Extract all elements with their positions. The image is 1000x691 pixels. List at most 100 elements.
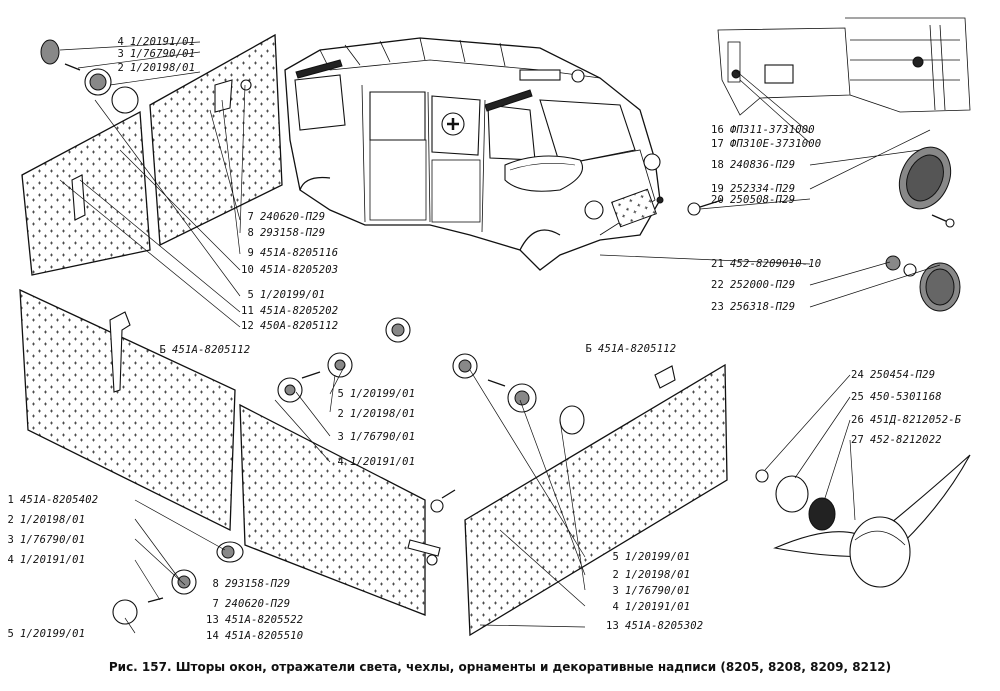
callout-b13: 13 451А-8205522	[205, 614, 303, 626]
callout-l1: 1 451А-8205402	[0, 494, 98, 506]
callout-code: 293158-П29	[260, 227, 326, 239]
figure-caption: Рис. 157. Шторы окон, отражатели света, …	[108, 660, 892, 674]
callout-p22: 22 252000-П29	[710, 279, 795, 291]
callout-number: 26	[850, 414, 864, 426]
callout-number: Б	[585, 343, 592, 355]
callout-l2: 2 1/20198/01	[0, 514, 85, 526]
callout-m10: 10 451А-8205203	[240, 264, 338, 276]
callout-number: 2	[7, 514, 14, 526]
callout-p17: 17 ФП310Е-3731000	[710, 138, 821, 150]
callout-number: 3	[337, 431, 344, 443]
callout-number: 21	[710, 258, 724, 270]
callout-number: 27	[850, 434, 864, 446]
callout-code: 450А-8205112	[260, 320, 339, 332]
callout-number: 13	[605, 620, 619, 632]
callout-number: 4	[7, 554, 14, 566]
callout-number: 16	[710, 124, 724, 136]
callout-code: 252334-П29	[730, 183, 796, 195]
callout-number: 13	[205, 614, 219, 626]
callout-code: 1/20199/01	[625, 551, 691, 563]
callout-code: 452-8212022	[870, 434, 942, 446]
callout-b7: 7 240620-П29	[205, 598, 290, 610]
curtain-panel-bottom-middle	[239, 403, 456, 616]
callout-c4: 4 1/20191/01	[330, 456, 415, 468]
callout-number: 4	[612, 601, 619, 613]
callout-code: ФП310Е-3731000	[730, 138, 822, 150]
rear-detail-sketch	[717, 17, 971, 116]
callout-code: 452-8209010-10	[730, 258, 822, 270]
callout-r5: 5 1/20199/01	[605, 551, 690, 563]
fasteners	[40, 39, 585, 625]
callout-code: 451А-8205112	[598, 343, 677, 355]
callout-code: 1/20191/01	[350, 456, 416, 468]
callout-number: 3	[7, 534, 14, 546]
callout-code: 1/20198/01	[350, 408, 416, 420]
callout-number: 24	[850, 369, 864, 381]
callout-code: 240620-П29	[225, 598, 291, 610]
callout-code: 1/20198/01	[130, 62, 196, 74]
callout-number: 5	[7, 628, 14, 640]
callout-number: 10	[240, 264, 254, 276]
callout-code: 451А-8205510	[225, 630, 304, 642]
callout-code: 451А-8205522	[225, 614, 304, 626]
curtain-panels-left	[19, 33, 283, 532]
callout-number: 5	[612, 551, 619, 563]
callout-code: 1/20191/01	[130, 36, 196, 48]
callout-l5: 5 1/20199/01	[0, 628, 85, 640]
callout-number: 1	[7, 494, 14, 506]
callout-number: 19	[710, 183, 724, 195]
callout-number: 22	[710, 279, 724, 291]
callout-c3: 3 1/76790/01	[330, 431, 415, 443]
callout-code: 1/76790/01	[130, 48, 196, 60]
callout-number: 23	[710, 301, 724, 313]
callout-code: 451А-8205116	[260, 247, 339, 259]
callout-code: 1/20198/01	[20, 514, 86, 526]
callout-r3: 3 1/76790/01	[605, 585, 690, 597]
curtain-panel-bottom-right	[464, 363, 728, 637]
callout-code: 1/76790/01	[350, 431, 416, 443]
callout-code: 451А-8205302	[625, 620, 704, 632]
callout-number: 3	[612, 585, 619, 597]
callout-code: 240620-П29	[260, 211, 326, 223]
callout-code: 451А-8205402	[20, 494, 99, 506]
callout-code: 1/76790/01	[625, 585, 691, 597]
callout-number: 20	[710, 194, 724, 206]
callout-code: 451А-8205202	[260, 305, 339, 317]
callout-tl4: 4 1/20191/01	[110, 36, 195, 48]
callout-code: 451А-8205203	[260, 264, 339, 276]
callout-m11: 11 451А-8205202	[240, 305, 338, 317]
callout-number: 4	[337, 456, 344, 468]
callout-number: 4	[117, 36, 124, 48]
callout-number: 9	[247, 247, 254, 259]
callout-m9: 9 451А-8205116	[240, 247, 338, 259]
callout-c2: 2 1/20198/01	[330, 408, 415, 420]
callout-code: 252000-П29	[730, 279, 796, 291]
callout-number: 2	[337, 408, 344, 420]
callout-p19: 19 252334-П29	[710, 183, 795, 195]
callout-number: 25	[850, 391, 864, 403]
callout-r4: 4 1/20191/01	[605, 601, 690, 613]
callout-code: 1/20199/01	[20, 628, 86, 640]
callout-number: 11	[240, 305, 254, 317]
callout-code: 1/20191/01	[625, 601, 691, 613]
callout-number: 2	[117, 62, 124, 74]
callout-number: 17	[710, 138, 724, 150]
callout-code: 293158-П29	[225, 578, 291, 590]
callout-number: 2	[612, 569, 619, 581]
callout-number: 7	[212, 598, 219, 610]
callout-p27: 27 452-8212022	[850, 434, 942, 446]
callout-p26: 26 451Д-8212052-Б	[850, 414, 961, 426]
callout-code: 451Д-8212052-Б	[870, 414, 962, 426]
